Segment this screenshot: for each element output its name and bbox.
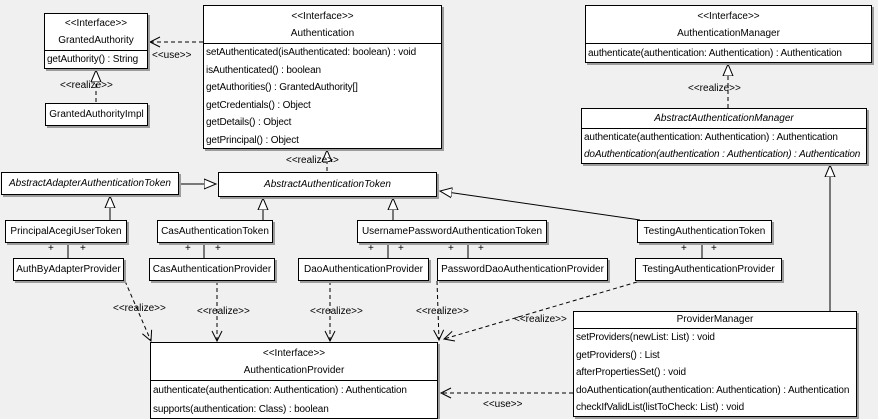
edge-label-realize: <<realize>>: [416, 306, 469, 317]
class-box-testing-authentication-token: TestingAuthenticationToken: [637, 220, 772, 243]
class-method: getProviders() : List: [576, 349, 660, 361]
class-methods: authenticate(authentication: Authenticat…: [151, 380, 437, 419]
edge-label-realize: <<realize>>: [60, 80, 113, 91]
class-box-authentication-manager: <<Interface>> AuthenticationManager auth…: [585, 5, 872, 63]
class-name: AuthenticationProvider: [243, 364, 345, 376]
class-name: PasswordDaoAuthenticationProvider: [441, 264, 604, 275]
assoc-plus-label: +: [448, 243, 454, 254]
assoc-plus-label: +: [48, 243, 54, 254]
class-stereotype: <<Interface>>: [262, 347, 326, 359]
class-name: AuthByAdapterProvider: [16, 264, 121, 275]
class-box-username-password-authentication-token: UsernamePasswordAuthenticationToken: [357, 220, 547, 243]
class-box-authentication-provider: <<Interface>> AuthenticationProvider aut…: [150, 342, 438, 419]
class-name: AbstractAdapterAuthenticationToken: [9, 178, 171, 189]
edge-generalization-testing-token-to-abstract-token: [440, 191, 641, 221]
class-method: getAuthority() : String: [47, 54, 139, 65]
assoc-plus-label: +: [185, 243, 191, 254]
edge-realize-auth-by-adapter-provider: [124, 280, 153, 343]
class-method: doAuthentication(authentication: Authent…: [576, 384, 850, 396]
class-box-cas-authentication-provider: CasAuthenticationProvider: [149, 258, 275, 281]
class-method: authenticate(authentication: Authenticat…: [153, 385, 407, 396]
class-box-abstract-authentication-manager: AbstractAuthenticationManager authentica…: [581, 108, 867, 164]
assoc-plus-label: +: [215, 243, 221, 254]
class-box-provider-manager: ProviderManager setProviders(newList: Li…: [573, 311, 857, 417]
class-name: TestingAuthenticationProvider: [642, 264, 775, 275]
class-box-granted-authority-impl: GrantedAuthorityImpl: [45, 103, 148, 126]
edge-label-realize: <<realize>>: [310, 306, 363, 317]
class-method: isAuthenticated() : boolean: [206, 64, 321, 76]
edge-label-use: <<use>>: [152, 50, 192, 61]
class-box-password-dao-authentication-provider: PasswordDaoAuthenticationProvider: [437, 258, 608, 281]
class-method: getPrincipal() : Object: [206, 134, 299, 146]
class-method: getDetails() : Object: [206, 117, 292, 128]
class-method: doAuthentication(authentication : Authen…: [584, 149, 861, 160]
edge-label-realize: <<realize>>: [688, 83, 741, 94]
assoc-plus-label: +: [368, 243, 374, 254]
class-box-auth-by-adapter-provider: AuthByAdapterProvider: [13, 258, 124, 281]
class-name: TestingAuthenticationToken: [643, 226, 766, 237]
class-stereotype: <<Interface>>: [291, 10, 354, 22]
class-name: GrantedAuthority: [58, 35, 134, 46]
class-header: <<Interface>> AuthenticationProvider: [151, 343, 437, 380]
class-methods: setProviders(newList: List) : void getPr…: [574, 328, 856, 417]
class-box-dao-authentication-provider: DaoAuthenticationProvider: [298, 258, 429, 281]
class-method: afterPropertiesSet() : void: [576, 367, 686, 379]
class-method: getCredentials() : Object: [206, 99, 311, 111]
class-method: authenticate(authentication: Authenticat…: [584, 132, 838, 143]
class-name: UsernamePasswordAuthenticationToken: [361, 226, 543, 237]
class-box-cas-authentication-token: CasAuthenticationToken: [157, 220, 273, 243]
class-box-authentication: <<Interface>> Authentication setAuthenti…: [203, 5, 442, 149]
class-method: setAuthenticated(isAuthenticated: boolea…: [206, 47, 417, 58]
class-name: DaoAuthenticationProvider: [304, 264, 423, 275]
assoc-plus-label: +: [80, 243, 86, 254]
class-box-principal-acegi-user-token: PrincipalAcegiUserToken: [5, 220, 127, 243]
class-methods: authenticate(authentication: Authenticat…: [586, 43, 871, 63]
class-stereotype: <<Interface>>: [64, 18, 128, 29]
class-header: <<Interface>> GrantedAuthority: [45, 14, 147, 50]
class-method: setProviders(newList: List) : void: [576, 332, 715, 343]
class-name: AbstractAuthenticationManager: [654, 113, 794, 124]
class-name: GrantedAuthorityImpl: [49, 109, 144, 120]
class-box-testing-authentication-provider: TestingAuthenticationProvider: [635, 258, 782, 281]
class-name: CasAuthenticationProvider: [152, 264, 272, 275]
class-header: AbstractAuthenticationManager: [582, 109, 866, 128]
class-methods: setAuthenticated(isAuthenticated: boolea…: [204, 43, 441, 149]
class-name: Authentication: [290, 27, 355, 39]
class-box-abstract-authentication-token: AbstractAuthenticationToken: [218, 172, 437, 197]
assoc-plus-label: +: [478, 243, 484, 254]
assoc-plus-label: +: [681, 243, 687, 254]
edge-label-realize: <<realize>>: [113, 303, 166, 314]
edge-realize-password-dao-provider: [433, 280, 445, 342]
class-name: CasAuthenticationToken: [161, 226, 269, 237]
class-methods: getAuthority() : String: [45, 50, 147, 68]
edge-label-realize: <<realize>>: [197, 306, 250, 317]
class-name: ProviderManager: [676, 314, 754, 325]
class-methods: authenticate(authentication: Authenticat…: [582, 128, 866, 163]
assoc-plus-label: +: [711, 243, 717, 254]
class-name: AuthenticationManager: [677, 27, 780, 39]
edge-realize-testing-provider: [442, 281, 638, 342]
class-box-abstract-adapter-authentication-token: AbstractAdapterAuthenticationToken: [1, 172, 179, 195]
edge-label-realize: <<realize>>: [514, 314, 567, 325]
class-box-granted-authority: <<Interface>> GrantedAuthority getAuthor…: [44, 13, 148, 69]
class-header: <<Interface>> Authentication: [204, 6, 441, 43]
class-header: <<Interface>> AuthenticationManager: [586, 6, 871, 43]
class-method: checkIfValidList(listToCheck: List) : vo…: [576, 402, 745, 414]
class-name: AbstractAuthenticationToken: [264, 179, 391, 190]
class-method: authenticate(authentication: Authenticat…: [588, 48, 842, 59]
edge-label-realize: <<realize>>: [286, 155, 339, 166]
class-method: supports(authentication: Class) : boolea…: [153, 404, 329, 415]
assoc-plus-label: +: [398, 243, 404, 254]
class-name: PrincipalAcegiUserToken: [10, 226, 122, 237]
edge-label-use: <<use>>: [483, 399, 523, 410]
class-method: getAuthorities() : GrantedAuthority[]: [206, 82, 358, 93]
class-header: ProviderManager: [574, 312, 856, 328]
class-stereotype: <<Interface>>: [697, 10, 760, 22]
